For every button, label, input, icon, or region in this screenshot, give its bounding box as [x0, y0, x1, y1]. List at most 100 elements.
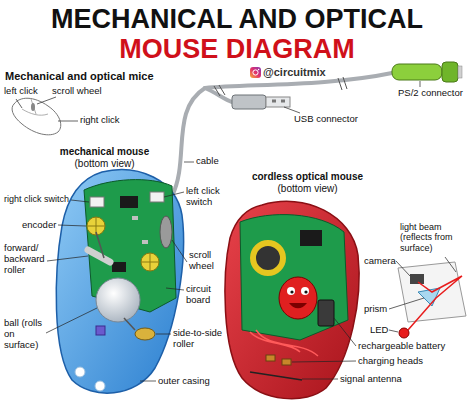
mechanical-mouse	[75, 367, 85, 377]
part-label: charging heads	[358, 356, 423, 367]
cable	[205, 88, 232, 102]
ps2-connector	[442, 62, 458, 82]
leader-line	[16, 99, 22, 108]
leader-line	[334, 318, 356, 346]
mouse-icon	[12, 98, 61, 135]
mechanical-mouse	[112, 262, 126, 272]
leader-line	[396, 261, 410, 276]
cable	[172, 88, 205, 196]
mechanical-mouse	[120, 196, 138, 208]
mechanical-mouse	[88, 250, 110, 262]
usb-connector	[272, 100, 276, 103]
mouse-icon	[31, 103, 35, 111]
usb-connector	[232, 95, 266, 109]
view-heading: mechanical mouse (bottom view)	[52, 146, 157, 169]
part-label: USB connector	[294, 114, 358, 125]
leader-line	[184, 162, 194, 163]
leader-line	[47, 256, 88, 261]
instagram-icon	[253, 70, 258, 75]
leader-line	[445, 257, 456, 272]
optical-mouse	[318, 300, 334, 326]
ps2-connector	[392, 64, 442, 80]
instagram-icon	[258, 69, 259, 70]
mechanical-mouse	[90, 197, 104, 207]
part-label: right click	[80, 115, 120, 126]
leader-line	[302, 379, 338, 380]
cable-break	[343, 77, 347, 89]
optical-mouse	[250, 372, 302, 380]
mechanical-mouse	[141, 253, 159, 271]
optical-mouse	[290, 290, 293, 293]
optical-mouse	[300, 230, 322, 246]
sensor-detail	[398, 262, 466, 338]
cable-break	[219, 85, 225, 95]
optical-mouse	[282, 359, 291, 365]
mechanical-mouse	[56, 170, 183, 393]
part-label: light beam (reflects from surface)	[400, 222, 464, 253]
mouse-icon	[22, 109, 48, 115]
part-label: prism	[364, 304, 387, 315]
leader-line	[172, 240, 187, 262]
mechanical-mouse	[56, 170, 183, 393]
mouse-icon	[31, 99, 36, 114]
leader-line	[58, 121, 78, 122]
view-heading: cordless optical mouse (bottom view)	[245, 171, 370, 194]
leader-line	[389, 298, 424, 309]
optical-mouse	[266, 355, 275, 361]
optical-mouse	[301, 287, 309, 295]
part-label: cable	[196, 156, 219, 167]
optical-mouse	[287, 287, 295, 295]
part-label: encoder	[22, 220, 56, 231]
part-label: scroll wheel	[52, 86, 102, 97]
optical-mouse	[250, 330, 318, 356]
part-label: outer casing	[158, 376, 210, 387]
cable	[172, 73, 392, 196]
ps2-connector	[392, 62, 462, 82]
part-label: camera	[364, 256, 396, 267]
usb-connector	[281, 100, 285, 103]
mechanical-mouse	[132, 216, 138, 220]
optical-mouse	[225, 201, 359, 398]
mechanical-mouse	[96, 326, 105, 335]
mechanical-mouse	[150, 192, 164, 202]
leader-line	[284, 107, 300, 113]
cable-break	[338, 78, 342, 90]
part-label: forward/ backward roller	[4, 243, 52, 276]
ps2-connector	[458, 66, 462, 78]
leader-line	[156, 334, 171, 335]
instagram-icon	[250, 67, 261, 78]
leader-line	[71, 200, 89, 202]
optical-mouse	[225, 201, 359, 398]
mechanical-mouse	[160, 216, 172, 248]
part-label: ball (rolls on surface)	[4, 318, 49, 351]
cable-break	[214, 77, 347, 96]
usb-connector	[266, 97, 290, 107]
leader-line	[58, 225, 86, 226]
optical-mouse	[279, 277, 317, 319]
part-label: left click	[4, 86, 38, 97]
optical-mouse	[304, 290, 307, 293]
leader-line	[389, 330, 398, 332]
leader-line	[37, 97, 56, 104]
instagram-icon	[250, 67, 261, 78]
leader-line	[164, 192, 184, 197]
mechanical-mouse	[135, 328, 155, 340]
mechanical-mouse	[95, 381, 105, 391]
leader-line	[16, 81, 456, 381]
leader-line	[292, 361, 356, 362]
part-label: scroll wheel	[189, 250, 221, 272]
part-label: side-to-side roller	[173, 328, 225, 350]
sensor-detail	[408, 276, 462, 330]
cable-break	[214, 86, 220, 96]
part-label: signal antenna	[340, 374, 402, 385]
sensor-detail	[399, 328, 409, 338]
leader-line	[166, 288, 184, 290]
mechanical-mouse	[96, 278, 140, 322]
part-label: PS/2 connector	[398, 88, 463, 99]
part-label: LED	[370, 325, 388, 336]
leader-line	[46, 308, 97, 333]
part-label: left click switch	[186, 186, 226, 208]
leader-line	[140, 381, 156, 382]
title: MECHANICAL AND OPTICAL MOUSE DIAGRAM	[27, 4, 447, 64]
